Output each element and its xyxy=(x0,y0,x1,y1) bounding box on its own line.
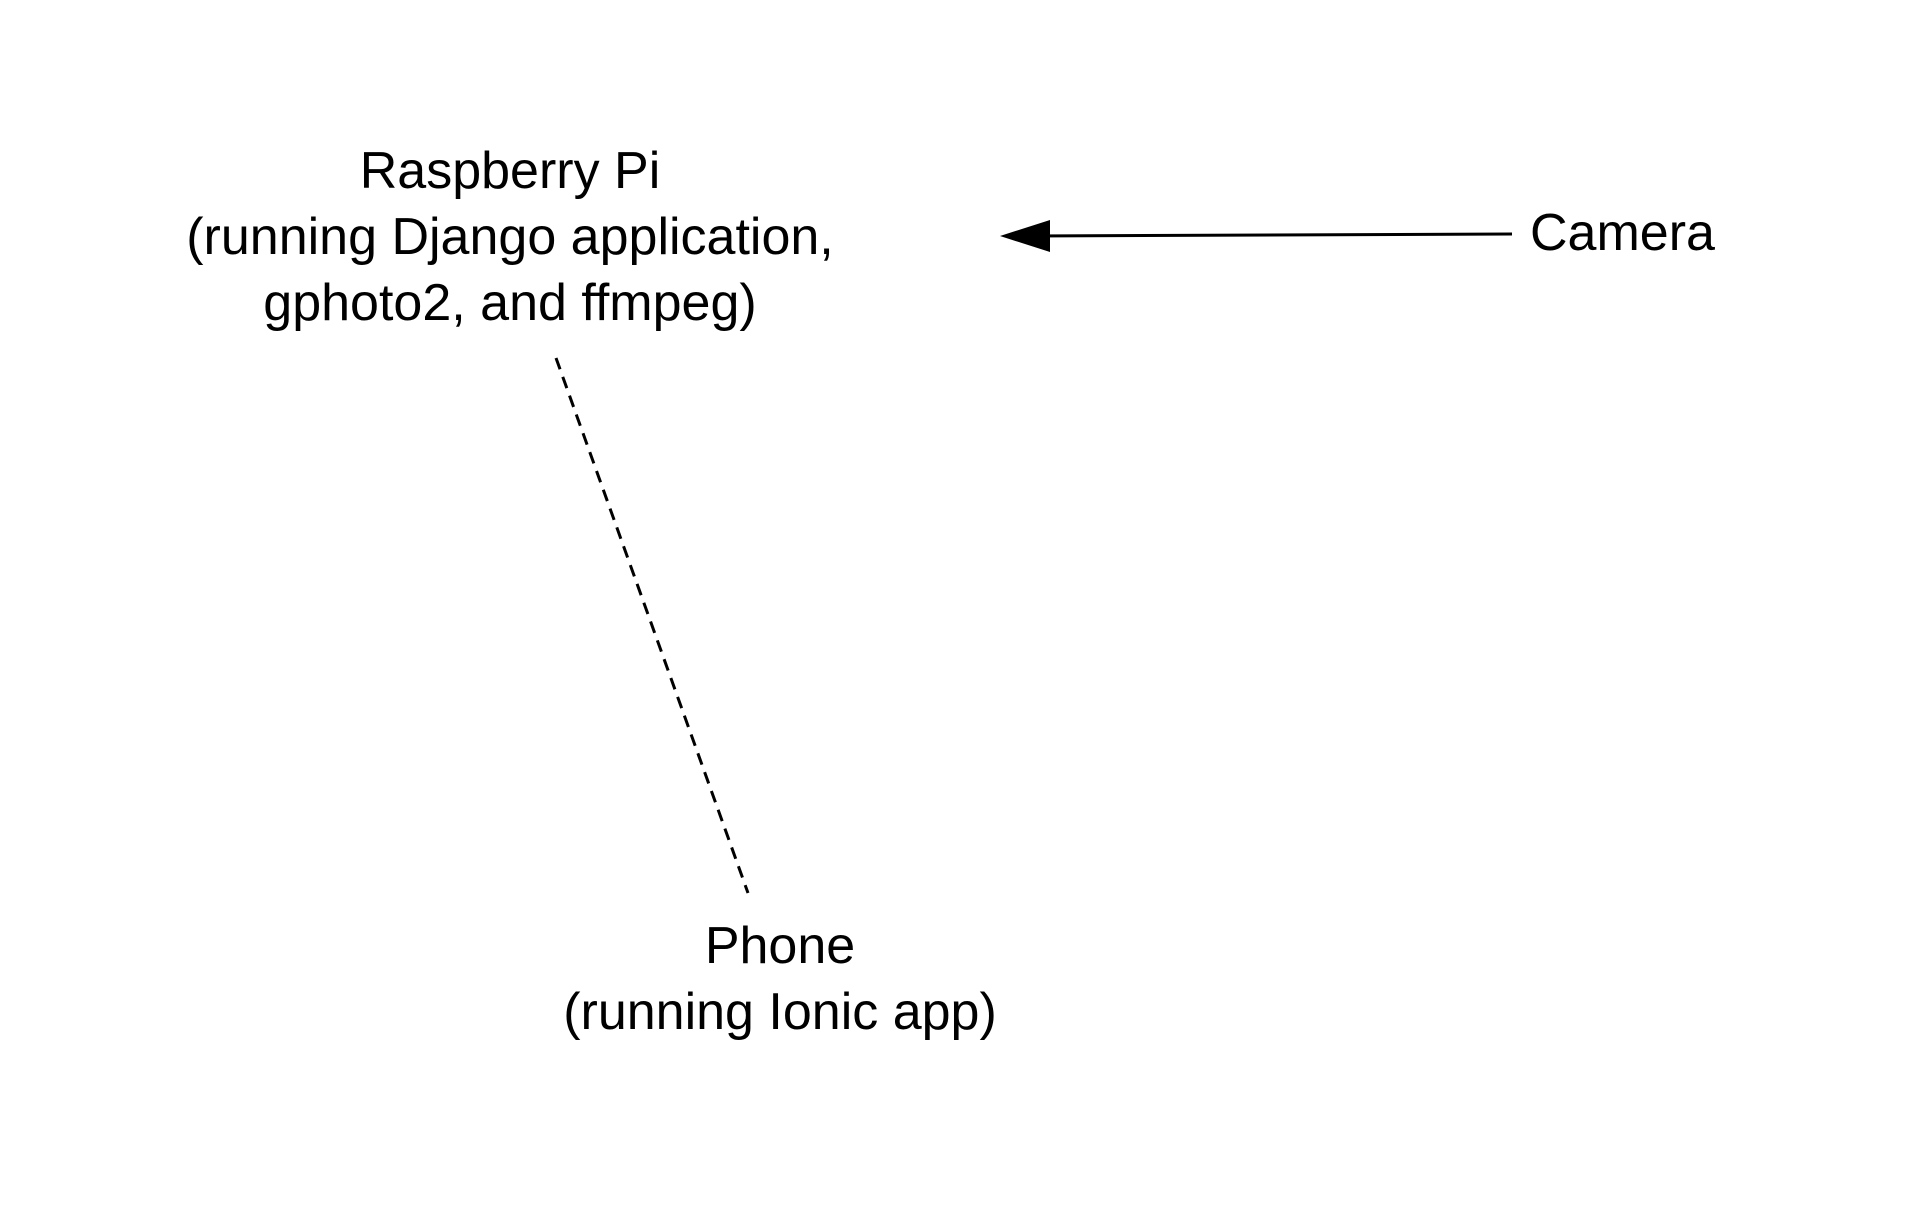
raspberry-pi-node: Raspberry Pi (running Django application… xyxy=(140,138,880,336)
raspberry-pi-description-line-1: (running Django application, xyxy=(186,208,834,266)
raspberry-pi-description-line-2: gphoto2, and ffmpeg) xyxy=(263,274,757,332)
pi-to-phone-connector xyxy=(554,357,750,894)
camera-title: Camera xyxy=(1530,204,1715,262)
phone-description: (running Ionic app) xyxy=(563,983,997,1041)
camera-to-pi-connector xyxy=(1029,232,1513,238)
camera-to-pi-arrowhead xyxy=(1000,220,1050,252)
phone-title: Phone xyxy=(704,917,856,975)
phone-node: Phone (running Ionic app) xyxy=(480,913,1080,1045)
camera-node: Camera xyxy=(1530,200,1770,266)
raspberry-pi-title: Raspberry Pi xyxy=(359,142,661,200)
